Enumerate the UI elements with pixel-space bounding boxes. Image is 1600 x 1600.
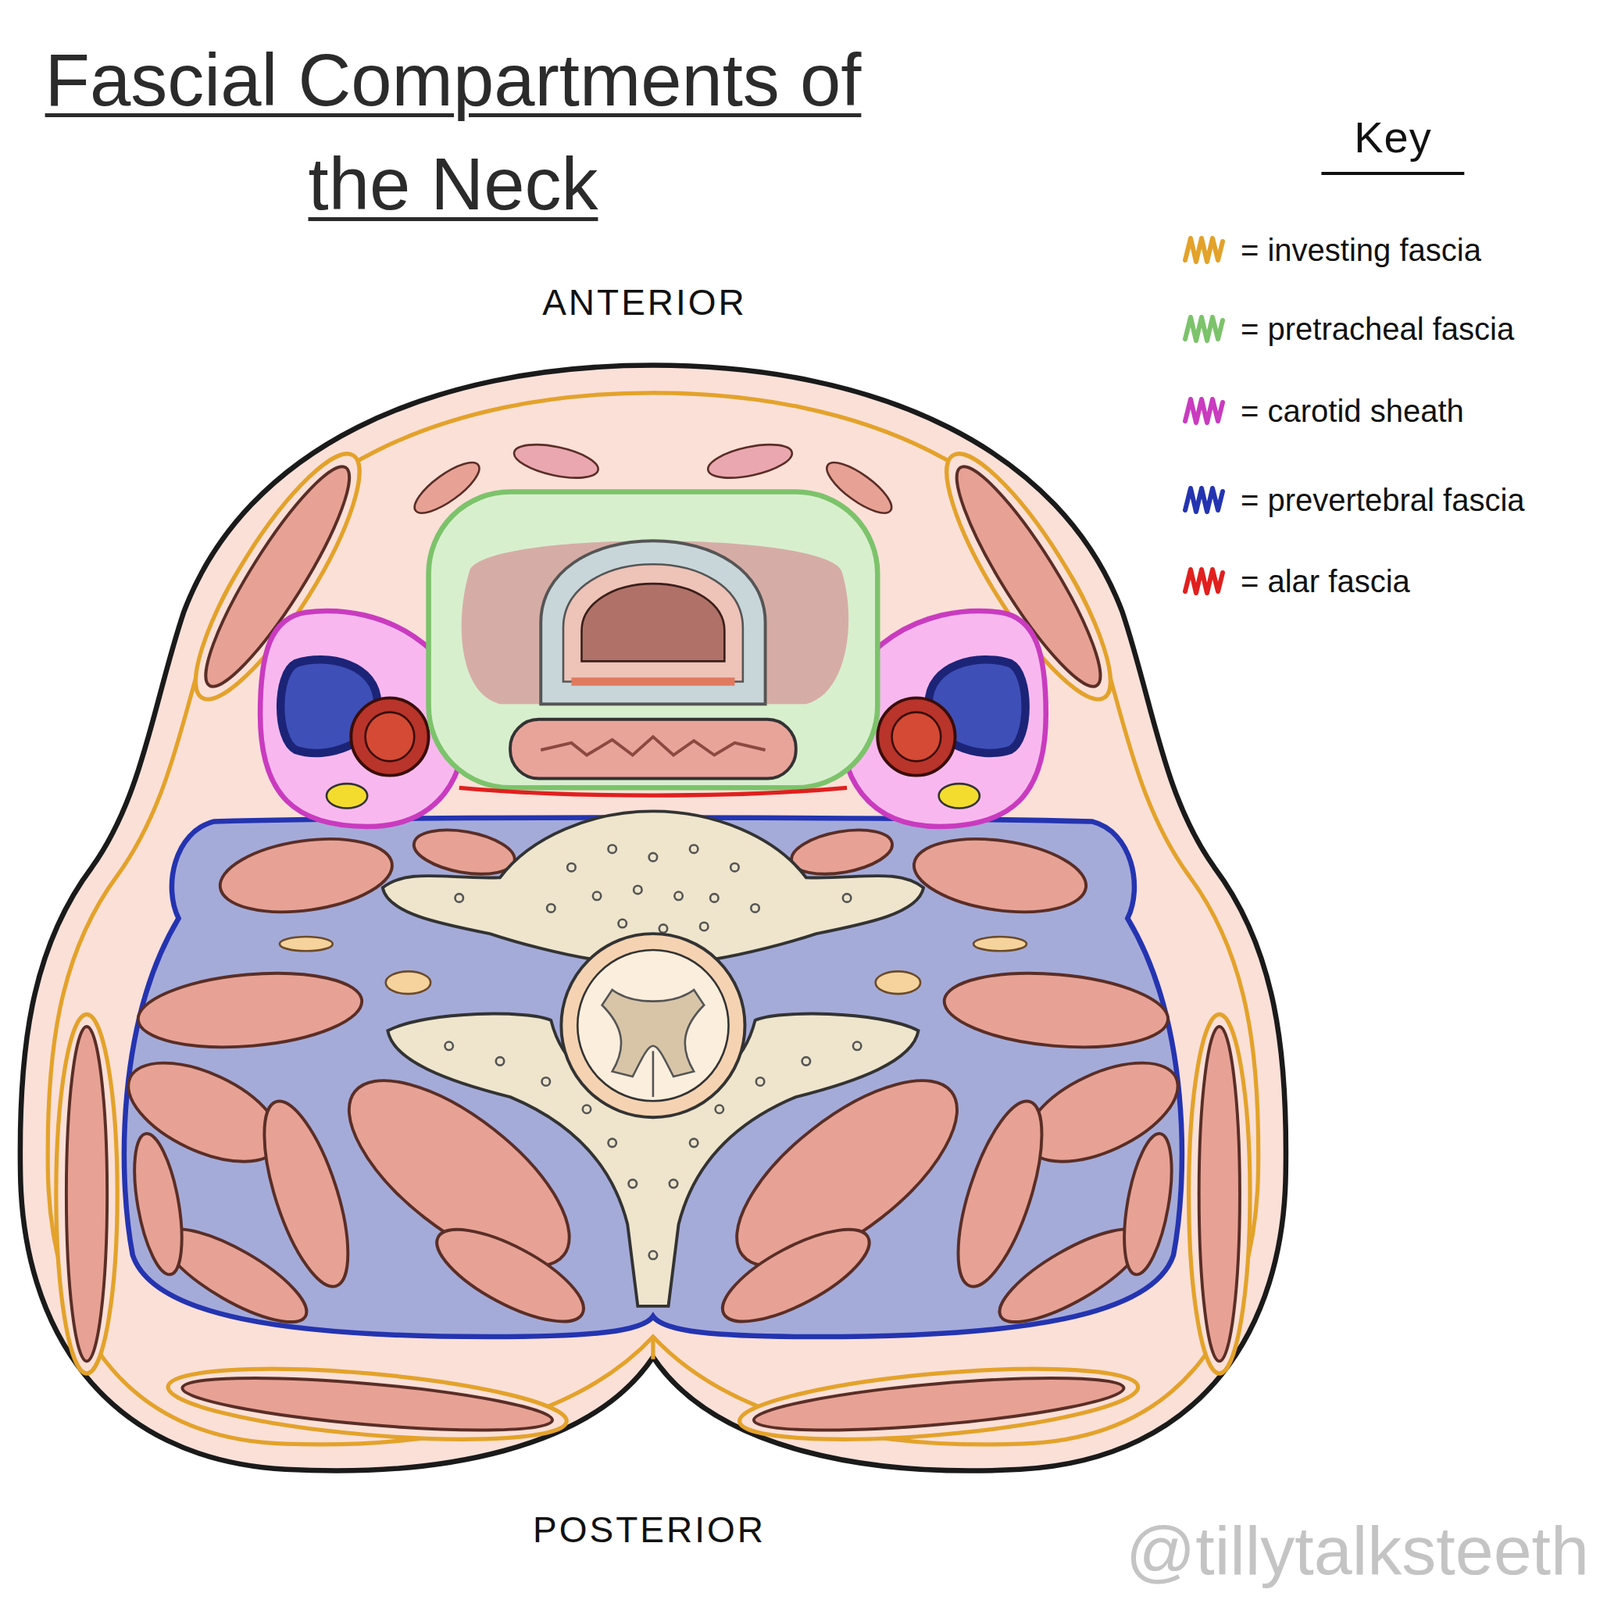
orientation-label: POSTERIOR: [532, 1508, 766, 1552]
tracheal-mucosa: [563, 564, 743, 682]
legend-swatch: [1185, 238, 1223, 262]
bone-texture: [444, 844, 861, 1259]
legend-swatch: [1185, 569, 1223, 593]
thyroid-gland: [461, 540, 850, 704]
legend-text: = carotid sheath: [1240, 392, 1465, 430]
legend-text: = investing fascia: [1240, 231, 1482, 269]
legend-text: = prevertebral fascia: [1240, 481, 1525, 519]
spinal-cord: [577, 950, 729, 1101]
legend-row: = prevertebral fascia: [1181, 479, 1525, 521]
legend-text: = alar fascia: [1240, 562, 1411, 600]
tracheal-cartilage: [540, 540, 765, 704]
legend-swatch-box: [1181, 310, 1227, 347]
legend-swatch: [1185, 488, 1223, 512]
vertebral-arch: [387, 1014, 918, 1307]
orientation-label: ANTERIOR: [542, 281, 747, 325]
legend-heading: Key: [1353, 110, 1433, 164]
diagram-title: Fascial Compartments of the Neck: [15, 28, 891, 237]
legend-swatch-box: [1181, 482, 1227, 518]
spinal-canal: [560, 933, 745, 1118]
legend-text: = pretracheal fascia: [1240, 310, 1515, 348]
pretracheal-fascia: [428, 492, 879, 789]
legend-row: = pretracheal fascia: [1181, 308, 1515, 350]
neck-outline: [20, 365, 1286, 1472]
watermark: @tillytalksteeth: [1125, 1509, 1590, 1593]
legend-swatch: [1185, 399, 1223, 423]
legend-row: = alar fascia: [1181, 560, 1411, 602]
alar-fascia: [459, 787, 847, 796]
key-underline: [1321, 171, 1465, 175]
median-fissure: [652, 1050, 655, 1097]
trachealis: [571, 677, 735, 686]
legend-swatch-box: [1181, 232, 1227, 268]
tracheal-lumen: [581, 583, 725, 661]
oesophagus: [510, 719, 797, 779]
legend-swatch: [1185, 317, 1223, 341]
oesophageal-lumen: [540, 736, 765, 756]
legend-row: = carotid sheath: [1181, 390, 1465, 432]
legend-row: = investing fascia: [1181, 229, 1482, 271]
investing-fascia: [650, 1336, 655, 1360]
legend-swatch-box: [1181, 563, 1227, 600]
legend-swatch-box: [1181, 392, 1227, 429]
